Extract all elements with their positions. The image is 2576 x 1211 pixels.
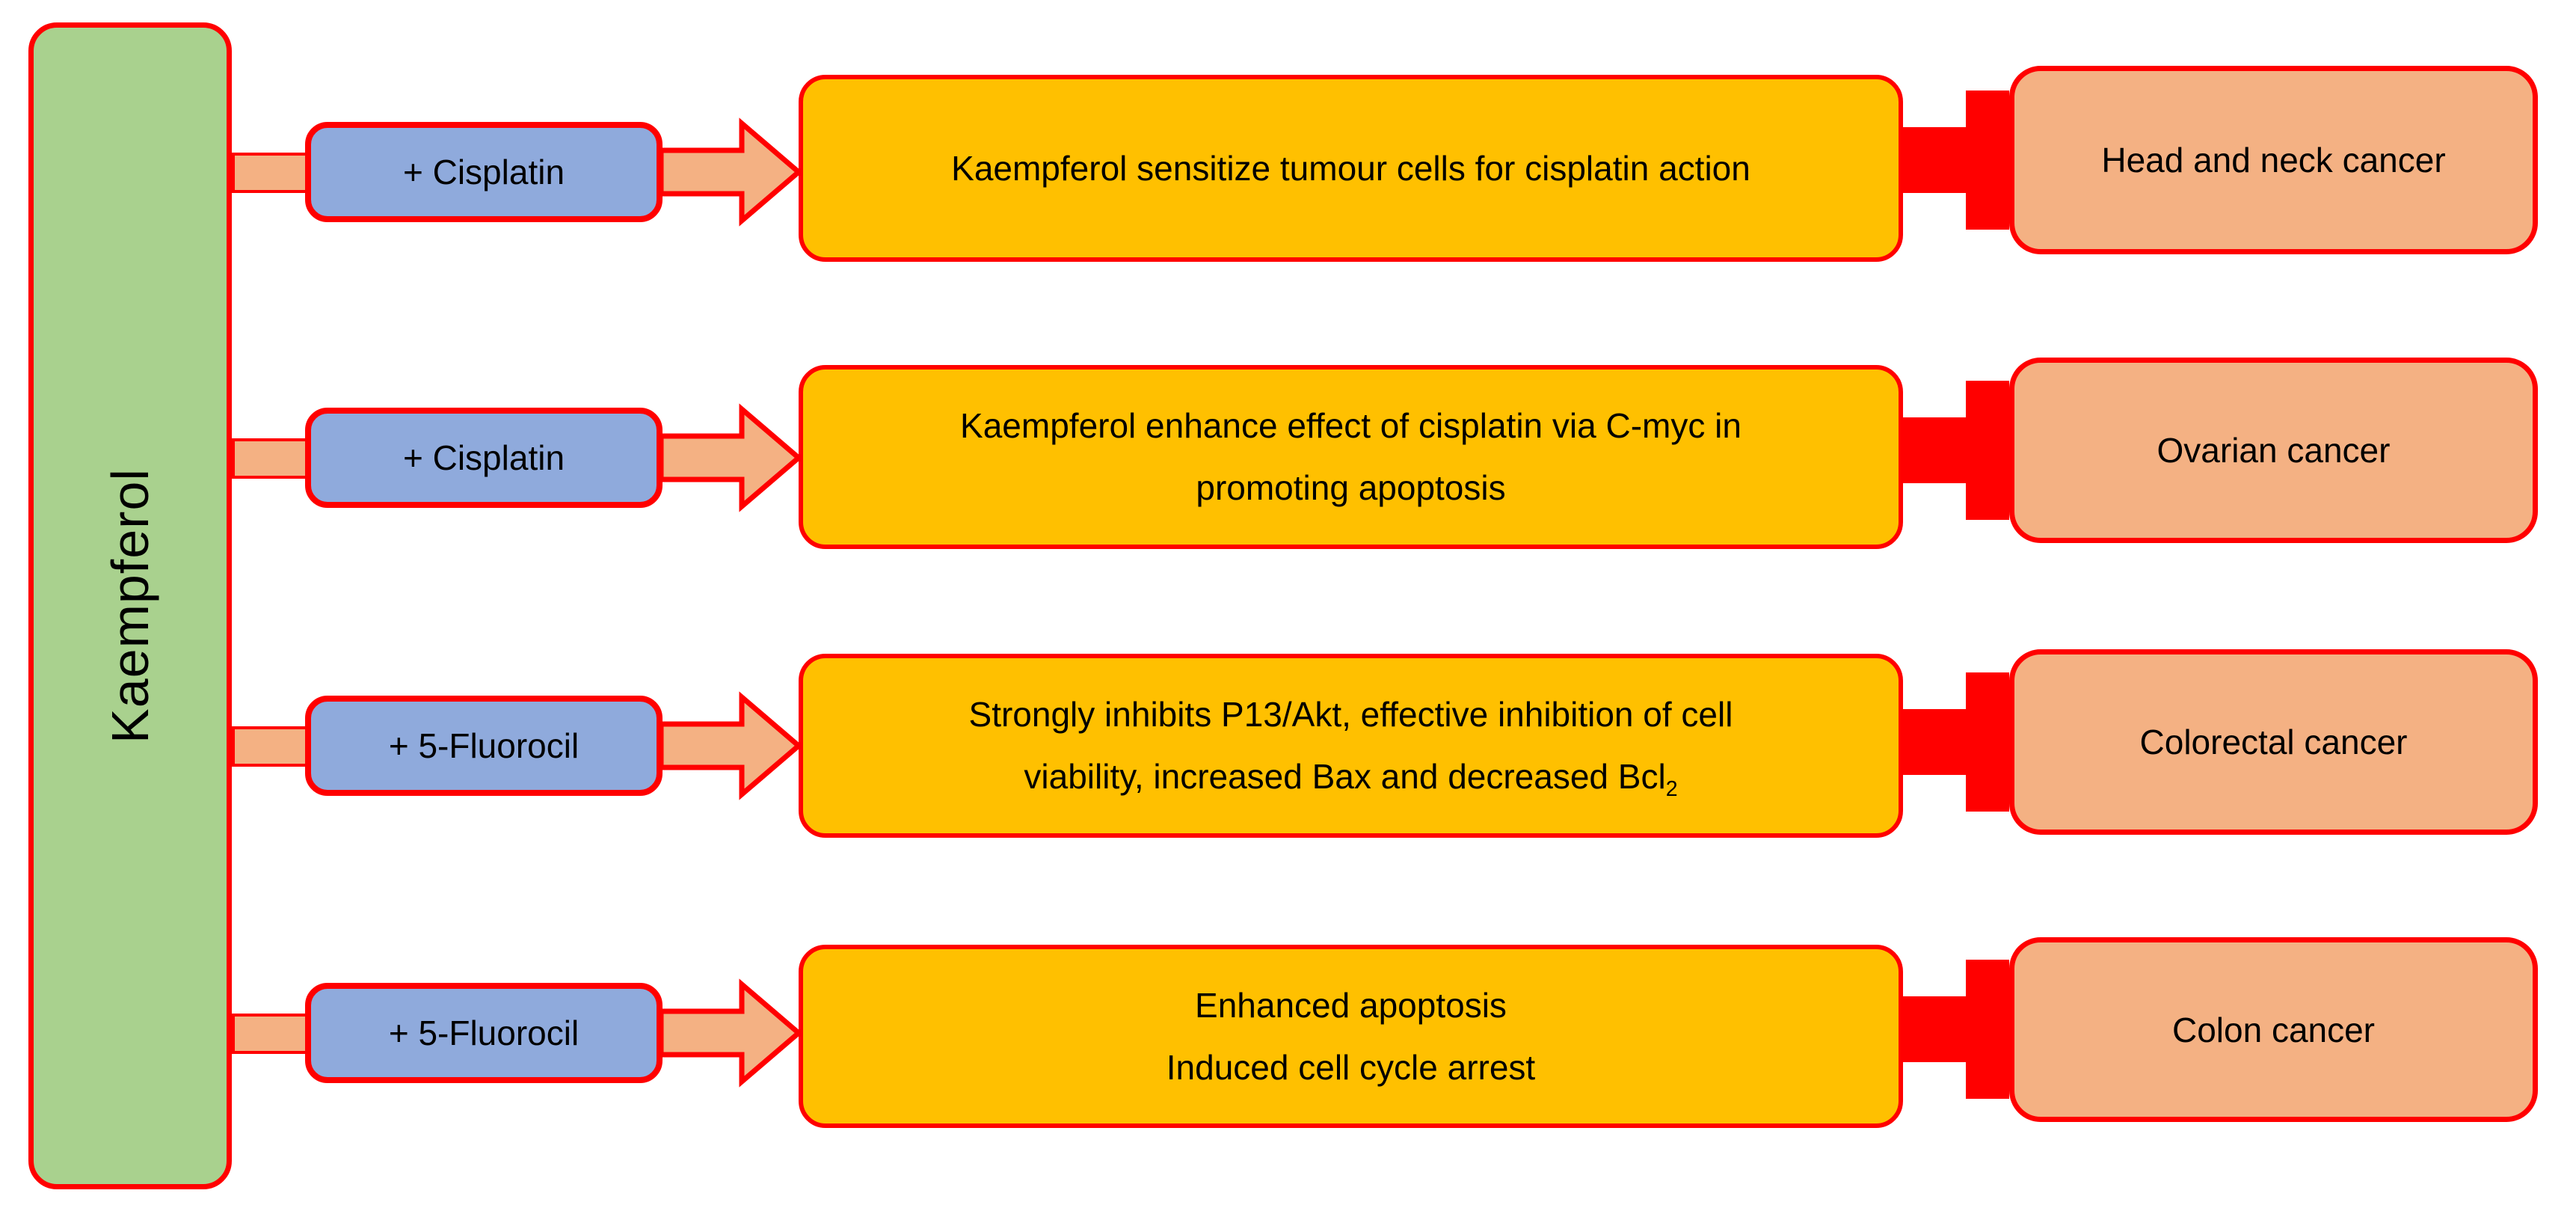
inhibitor-t-stem [1901, 709, 1970, 775]
connector-stub [232, 1014, 310, 1054]
inhibitor-t-crossbar [1966, 381, 2009, 520]
cancer-label: Head and neck cancer [2101, 141, 2446, 180]
cancer-box-row3: Colorectal cancer [2009, 649, 2538, 835]
effect-text: Strongly inhibits P13/Akt, effective inh… [968, 695, 1733, 802]
cancer-box-row1: Head and neck cancer [2009, 66, 2538, 254]
drug-box-row4: + 5-Fluorocil [305, 983, 663, 1083]
cancer-box-row2: Ovarian cancer [2009, 358, 2538, 543]
drug-box-row3: + 5-Fluorocil [305, 696, 663, 796]
drug-box-row1: + Cisplatin [305, 122, 663, 222]
right-arrow-icon [658, 403, 803, 512]
inhibitor-t-crossbar [1966, 91, 2009, 230]
cancer-box-row4: Colon cancer [2009, 937, 2538, 1122]
effect-box-row1: Kaempferol sensitize tumour cells for ci… [799, 75, 1903, 262]
source-label: Kaempferol [101, 468, 159, 744]
effect-text: Kaempferol sensitize tumour cells for ci… [951, 148, 1750, 188]
effect-text: Enhanced apoptosis Induced cell cycle ar… [1166, 985, 1536, 1087]
drug-box-row2: + Cisplatin [305, 408, 663, 508]
connector-stub [232, 153, 310, 193]
drug-label: + 5-Fluorocil [388, 726, 580, 765]
source-box-kaempferol: Kaempferol [28, 22, 232, 1189]
inhibitor-t-stem [1901, 996, 1970, 1062]
connector-stub [232, 726, 310, 767]
drug-label: + 5-Fluorocil [388, 1014, 580, 1052]
drug-label: + Cisplatin [402, 153, 565, 191]
effect-text: Kaempferol enhance effect of cisplatin v… [960, 406, 1742, 507]
connector-stub [232, 438, 310, 479]
right-arrow-icon [658, 978, 803, 1088]
right-arrow-icon [658, 117, 803, 227]
cancer-label: Ovarian cancer [2157, 431, 2391, 470]
inhibitor-t-stem [1901, 127, 1970, 193]
effect-box-row2: Kaempferol enhance effect of cisplatin v… [799, 365, 1903, 549]
cancer-label: Colorectal cancer [2139, 723, 2408, 761]
effect-box-row3: Strongly inhibits P13/Akt, effective inh… [799, 654, 1903, 838]
effect-box-row4: Enhanced apoptosis Induced cell cycle ar… [799, 945, 1903, 1128]
right-arrow-icon [658, 691, 803, 800]
drug-label: + Cisplatin [402, 438, 565, 477]
cancer-label: Colon cancer [2171, 1010, 2376, 1049]
inhibitor-t-crossbar [1966, 672, 2009, 812]
inhibitor-t-stem [1901, 417, 1970, 483]
inhibitor-t-crossbar [1966, 960, 2009, 1099]
